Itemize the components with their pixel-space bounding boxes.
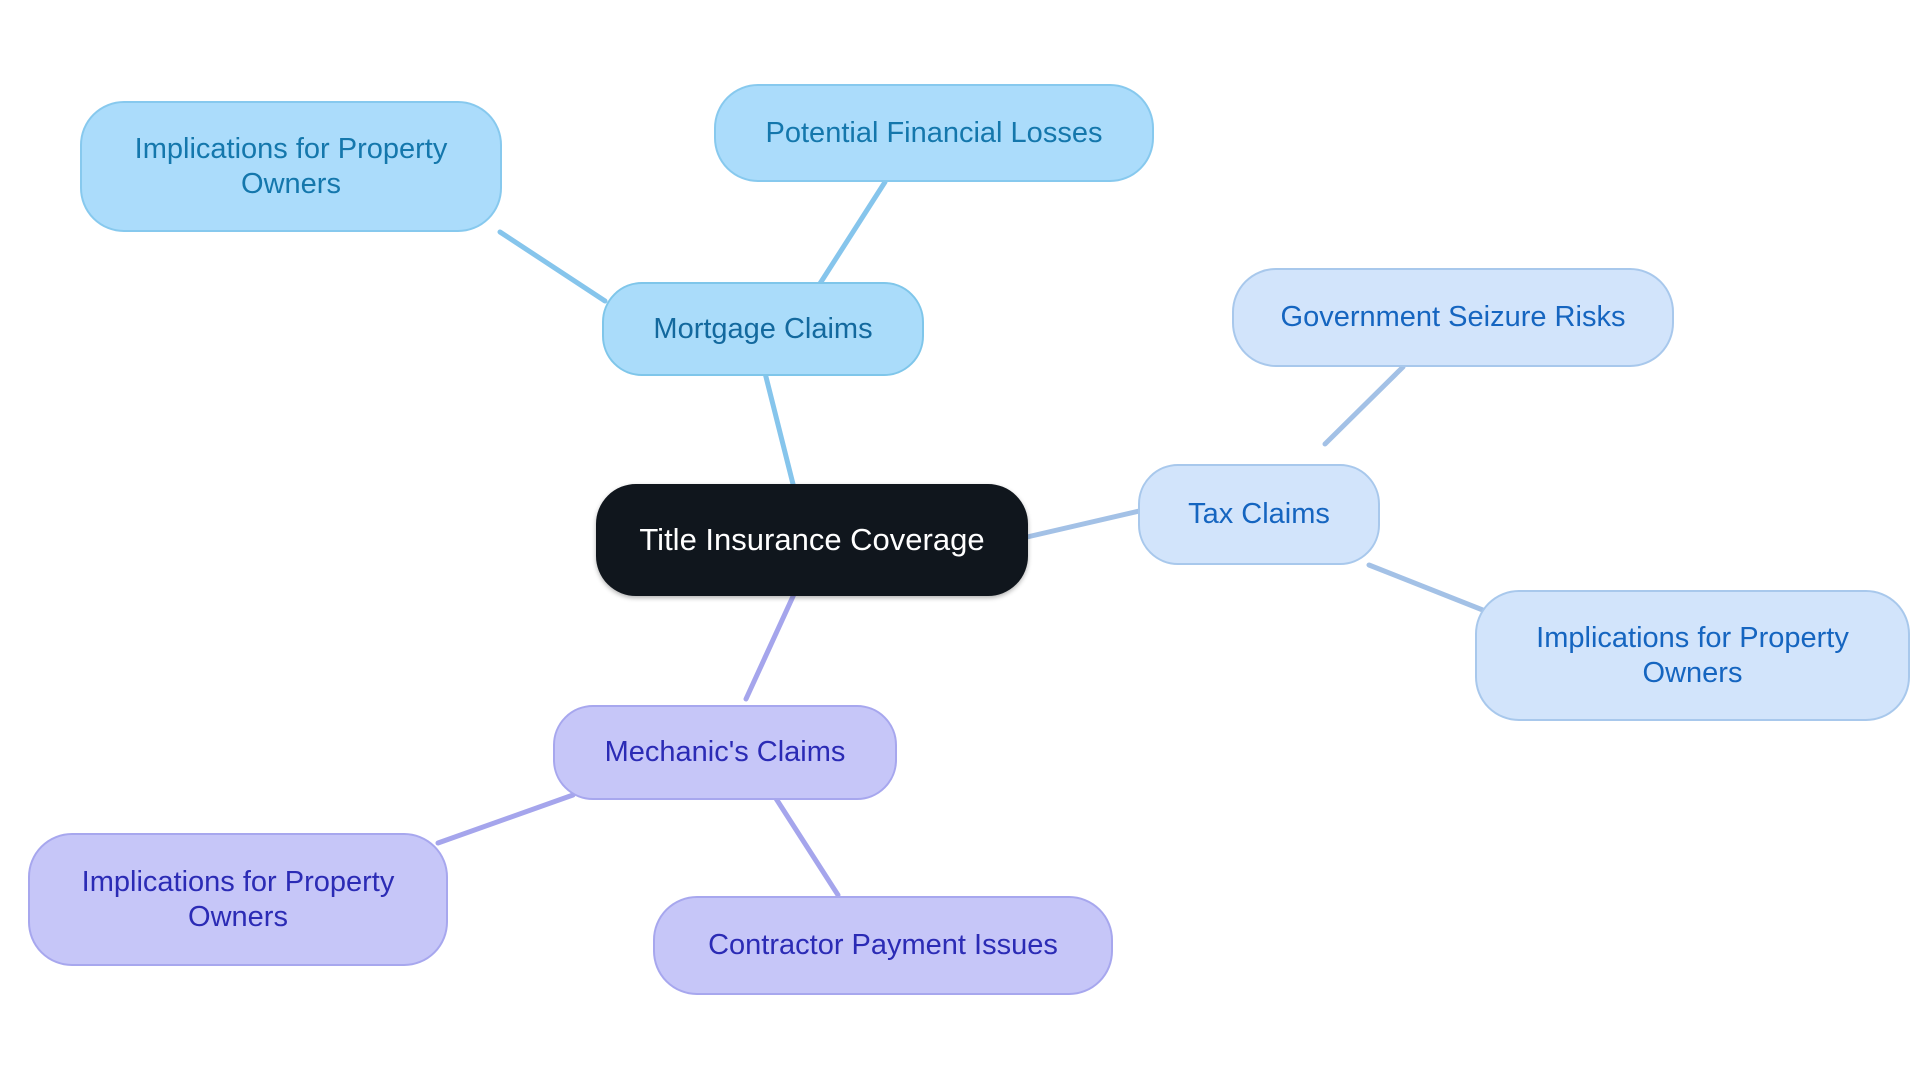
node-implications-for-property-owners-mechanics[interactable]: Implications for Property Owners [28,833,448,966]
node-potential-financial-losses[interactable]: Potential Financial Losses [714,84,1154,182]
edge-mortgage-to-potential-losses [809,179,888,299]
edge-mechanics-to-implications [435,792,576,846]
edge-root-to-mechanics [743,589,798,702]
edge-root-to-mortgage [760,362,797,491]
node-government-seizure-risks[interactable]: Government Seizure Risks [1232,268,1674,367]
node-tax-claims-label: Tax Claims [1188,498,1330,531]
node-implications-for-property-owners-tax[interactable]: Implications for Property Owners [1475,590,1910,721]
edge-root-to-tax [1024,506,1151,540]
edge-mortgage-to-implications [497,229,608,304]
node-mortgage-claims[interactable]: Mortgage Claims [602,282,924,376]
node-contractor-payment-issues[interactable]: Contractor Payment Issues [653,896,1113,995]
edge-mechanics-to-contractor-issues [772,794,841,898]
node-mortgage-claims-label: Mortgage Claims [653,312,873,345]
node-government-seizure-risks-label: Government Seizure Risks [1280,301,1626,334]
node-mechanics-claims-label: Mechanic's Claims [604,736,846,769]
node-potential-financial-losses-label: Potential Financial Losses [765,116,1103,149]
node-tax-claims[interactable]: Tax Claims [1138,464,1380,565]
node-contractor-payment-issues-label: Contractor Payment Issues [708,929,1058,962]
edge-tax-to-government-seizure [1322,364,1406,447]
node-implications-for-property-owners-mortgage[interactable]: Implications for Property Owners [80,101,502,232]
node-root-title-insurance-coverage[interactable]: Title Insurance Coverage [596,484,1028,596]
node-mechanics-claims[interactable]: Mechanic's Claims [553,705,897,800]
node-root-label: Title Insurance Coverage [639,521,985,557]
node-implications-tax-label: Implications for Property Owners [1536,622,1849,689]
node-implications-mortgage-label: Implications for Property Owners [134,133,448,200]
node-implications-mechanics-label: Implications for Property Owners [81,866,395,933]
